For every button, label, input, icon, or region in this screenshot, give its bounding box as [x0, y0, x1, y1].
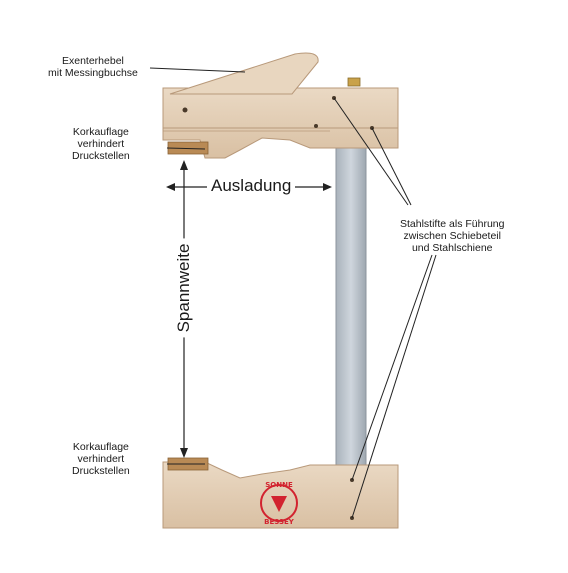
- label-cork-top: Korkauflage verhindert Druckstellen: [72, 126, 130, 162]
- label-exzenterhebel: Exenterhebel mit Messingbuchse: [48, 55, 138, 79]
- bottom-arm: [162, 461, 399, 529]
- leader-lines: [149, 67, 437, 519]
- brand-logo: SONNE BESSEY: [260, 481, 298, 526]
- label-ausladung: Ausladung: [207, 176, 296, 196]
- label-spannweite: Spannweite: [174, 238, 194, 338]
- steel-rail: [335, 139, 367, 481]
- eccentric-lever: [169, 52, 319, 95]
- logo-text-top: SONNE: [265, 481, 293, 489]
- label-stahlstifte: Stahlstifte als Führung zwischen Schiebe…: [400, 218, 505, 254]
- label-cork-bottom: Korkauflage verhindert Druckstellen: [72, 441, 130, 477]
- logo-text-bottom: BESSEY: [264, 518, 295, 526]
